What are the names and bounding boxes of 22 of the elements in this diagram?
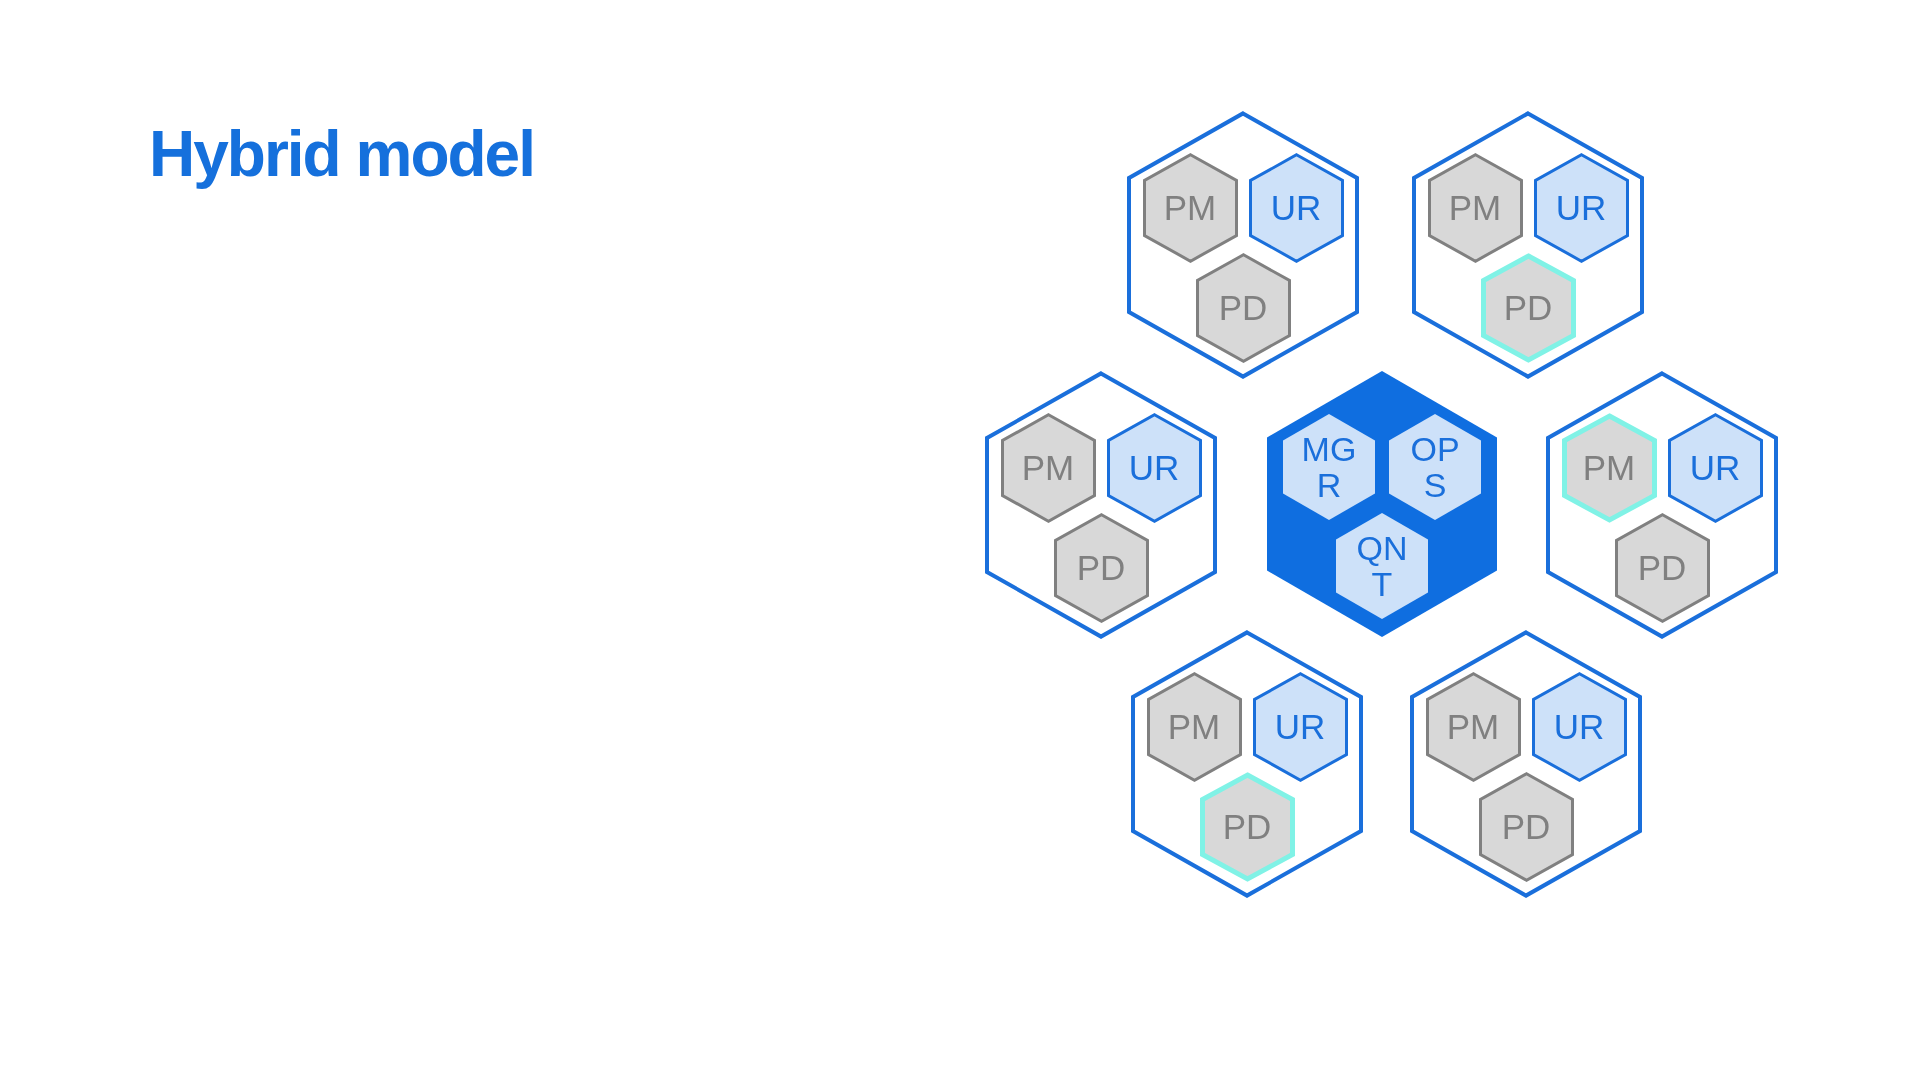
role-label: PD [1501, 807, 1551, 847]
role-label: PM [1167, 707, 1221, 747]
role-label: PD [1076, 548, 1126, 588]
role-label: UR [1553, 707, 1605, 747]
role-label: MGR [1301, 431, 1357, 503]
title: Hybrid model [149, 117, 534, 192]
role-label: PD [1222, 807, 1272, 847]
role-label: UR [1128, 448, 1180, 488]
role-label: QNT [1355, 530, 1409, 602]
role-label: PM [1021, 448, 1075, 488]
role-label: PM [1446, 707, 1500, 747]
role-label: PM [1163, 188, 1217, 228]
role-label: UR [1689, 448, 1741, 488]
role-label: OPS [1409, 431, 1461, 503]
role-label: UR [1274, 707, 1326, 747]
role-label: PD [1503, 288, 1553, 328]
role-label: PD [1218, 288, 1268, 328]
role-label: UR [1555, 188, 1607, 228]
role-label: PM [1582, 448, 1636, 488]
role-label: PD [1637, 548, 1687, 588]
role-label: PM [1448, 188, 1502, 228]
role-label: UR [1270, 188, 1322, 228]
